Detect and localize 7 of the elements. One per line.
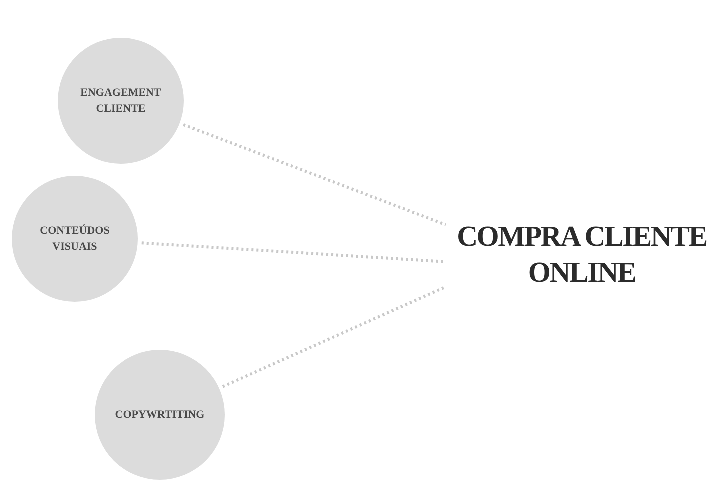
topic-label: COPYWRTITING (115, 408, 205, 423)
topic-label: CONTEÚDOS VISUAIS (39, 224, 111, 255)
dotted-connector (222, 286, 447, 388)
dotted-connector (183, 123, 447, 226)
dotted-connector (142, 242, 446, 264)
topic-label: ENGAGEMENT CLIENTE (80, 86, 162, 117)
goal-heading: COMPRA CLIENTE ONLINE (456, 220, 708, 291)
